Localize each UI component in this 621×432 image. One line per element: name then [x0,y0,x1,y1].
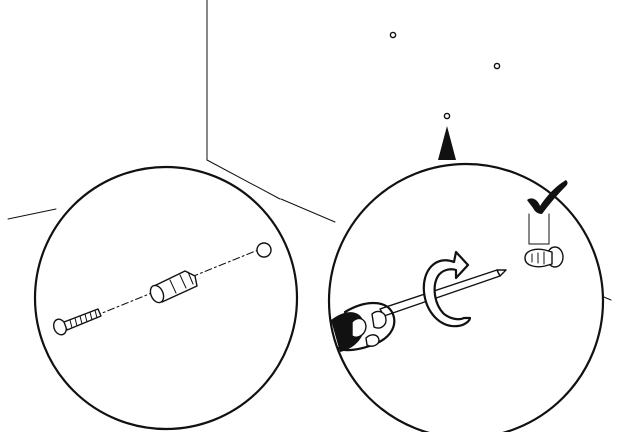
grip-pad [372,312,386,328]
pointer-triangle-icon [438,126,456,160]
left-floor-edge-line [8,209,56,219]
mounting-hole [390,32,395,37]
wall-mounting-holes [390,32,499,118]
left-detail-panel [35,167,297,429]
right-detail-panel [329,164,603,432]
wall-hole [257,243,271,257]
grip-pad [366,335,379,346]
center-floor-edge-line [281,199,335,222]
right-detail-circle [329,164,603,432]
mounting-hole [494,63,499,68]
mounting-hole [444,113,449,118]
